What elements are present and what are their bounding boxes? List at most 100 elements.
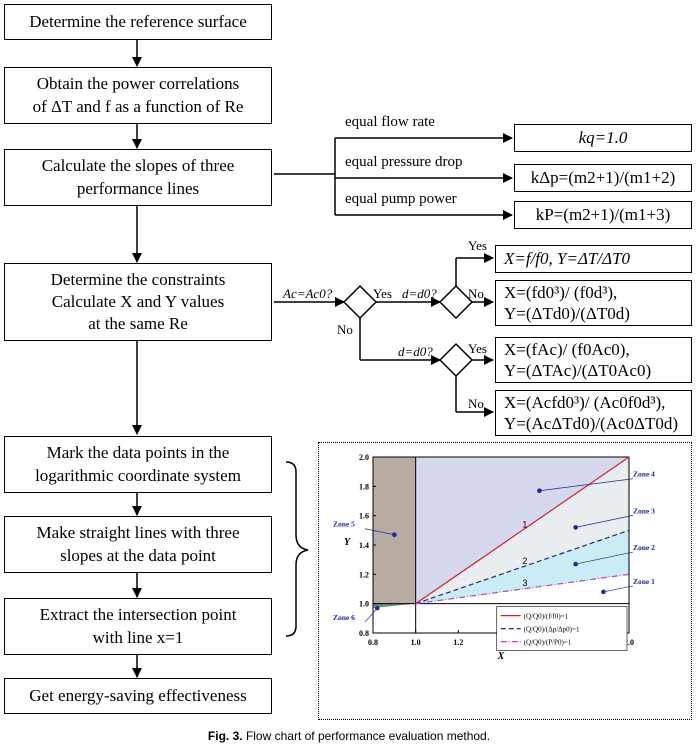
- series-line-1: [415, 456, 630, 605]
- y-tick-label: 1.8: [359, 482, 369, 491]
- label-equal-flow-rate: equal flow rate: [345, 114, 435, 130]
- result-x-y-2-line1: X=(fd0³)/ (f0d³),: [504, 282, 618, 302]
- y-tick-label: 1.4: [359, 541, 369, 550]
- result-x-y-4-line2: Y=(AcΔTd0)/(Ac0ΔT0d): [504, 414, 679, 433]
- result-x-y-2-line2: Y=(ΔTd0)/(ΔT0d): [504, 304, 630, 323]
- caption-label: Fig. 3.: [207, 729, 243, 743]
- cond-yes-2: Yes: [468, 238, 487, 253]
- zone-label: Zone 3: [633, 506, 655, 515]
- brace: [285, 461, 309, 637]
- step-power-correlations-line1: Obtain the power correlations: [36, 74, 240, 94]
- step-constraints-line3: at the same Re: [88, 314, 188, 334]
- x-axis-label: X: [497, 651, 505, 662]
- result-kq: kq=1.0: [514, 124, 692, 152]
- step-energy-saving-text: Get energy-saving effectiveness: [29, 685, 247, 705]
- step-reference-surface-text: Determine the reference surface: [29, 11, 247, 31]
- zone-6-base: [373, 603, 416, 633]
- result-x-y-3-line1: X=(fAc)/ (f0Ac0),: [504, 339, 630, 359]
- y-tick-label: 1.6: [359, 512, 369, 521]
- step-mark-data-points-line2: logarithmic coordinate system: [35, 465, 241, 485]
- series-number-2: 2: [522, 556, 527, 566]
- result-kdp: kΔp=(m2+1)/(m1+2): [514, 164, 692, 192]
- cond-yes-3: Yes: [468, 341, 487, 356]
- result-kp: kP=(m2+1)/(m1+3): [514, 201, 692, 229]
- decision-d2-diamond: [438, 342, 474, 378]
- step-constraints-line2: Calculate X and Y values: [51, 291, 225, 311]
- legend-label: (Q/Q0)/(P/P0)=1: [524, 639, 572, 647]
- result-x-y-1: X=f/f0, Y=ΔT/ΔT0: [495, 245, 692, 273]
- result-kq-text: kq=1.0: [578, 127, 628, 147]
- zone-leader-line: [364, 528, 395, 536]
- legend-label: (Q/Q0)/(f/f0)=1: [524, 613, 569, 621]
- y-tick-label: 1.0: [359, 600, 369, 609]
- step-intersection-line1: Extract the intersection point: [39, 605, 237, 625]
- zone-label: Zone 5: [333, 520, 355, 529]
- decision-d1-diamond: [438, 284, 474, 320]
- step-mark-data-points: Mark the data points in the logarithmic …: [4, 436, 272, 493]
- result-kdp-text: kΔp=(m2+1)/(m1+2): [530, 167, 676, 187]
- result-x-y-3: X=(fAc)/ (f0Ac0), Y=(ΔTAc)/(ΔT0Ac0): [495, 337, 692, 383]
- result-kp-text: kP=(m2+1)/(m1+3): [535, 204, 671, 224]
- cond-area-label: Ac=Ac0?: [283, 286, 333, 301]
- series-line-2: [415, 529, 630, 605]
- y-tick-label: 2.0: [359, 453, 369, 462]
- step-intersection: Extract the intersection point with line…: [4, 598, 272, 655]
- series-number-1: 1: [522, 519, 527, 529]
- x-tick-label: 1.0: [411, 638, 421, 647]
- step-straight-lines-line2: slopes at the data point: [60, 545, 216, 565]
- result-x-y-2: X=(fd0³)/ (f0d³), Y=(ΔTd0)/(ΔT0d): [495, 280, 692, 326]
- step-calculate-slopes-line2: performance lines: [76, 178, 200, 198]
- zone-chart-panel: 0.81.01.21.41.61.82.00.81.01.21.41.61.82…: [318, 442, 692, 720]
- step-power-correlations: Obtain the power correlations of ΔT and …: [4, 67, 272, 124]
- x-tick-label: 0.8: [368, 638, 378, 647]
- zone-5-area: [373, 457, 416, 604]
- zone-chart: 0.81.01.21.41.61.82.00.81.01.21.41.61.82…: [333, 453, 655, 662]
- y-axis-label: Y: [344, 537, 351, 548]
- result-x-y-1-text: X=f/f0, Y=ΔT/ΔT0: [504, 249, 631, 269]
- step-straight-lines: Make straight lines with three slopes at…: [4, 516, 272, 573]
- cond-no-1: No: [468, 286, 484, 301]
- step-calculate-slopes-line1: Calculate the slopes of three: [41, 156, 235, 176]
- step-reference-surface: Determine the reference surface: [4, 4, 272, 40]
- cond-no-area: No: [337, 322, 353, 337]
- y-tick-label: 1.2: [359, 570, 369, 579]
- cond-d1-label: d=d0?: [402, 286, 437, 301]
- zone-point: [537, 488, 542, 494]
- caption-text: Flow chart of performance evaluation met…: [245, 729, 491, 743]
- step-intersection-line2: with line x=1: [92, 627, 184, 647]
- result-x-y-3-line2: Y=(ΔTAc)/(ΔT0Ac0): [504, 361, 652, 380]
- decision-area-diamond: [342, 284, 378, 320]
- zone-label: Zone 4: [633, 470, 655, 479]
- y-tick-label: 0.8: [359, 629, 369, 638]
- zone-label: Zone 6: [333, 613, 355, 622]
- zone-leader-line: [575, 551, 634, 565]
- cond-yes-1: Yes: [373, 286, 392, 301]
- cond-d2-label: d=d0?: [398, 344, 433, 359]
- step-straight-lines-line1: Make straight lines with three: [36, 523, 240, 543]
- zone-point: [573, 561, 578, 567]
- step-power-correlations-line2: of ΔT and f as a function of Re: [32, 96, 244, 116]
- label-equal-pump-power: equal pump power: [345, 191, 457, 207]
- result-x-y-4-line1: X=(Acfd0³)/ (Ac0f0d³),: [504, 392, 666, 412]
- step-constraints-line1: Determine the constraints: [50, 269, 226, 289]
- x-tick-label: 2.0: [624, 638, 634, 647]
- result-x-y-4: X=(Acfd0³)/ (Ac0f0d³), Y=(AcΔTd0)/(Ac0ΔT…: [495, 390, 692, 436]
- zone-leader-line: [364, 607, 378, 623]
- series-line-3: [415, 573, 630, 605]
- label-equal-pressure-drop: equal pressure drop: [345, 154, 463, 170]
- zone-point: [573, 525, 578, 530]
- zone-leader-line: [603, 585, 634, 593]
- zone-leader-line: [539, 478, 634, 492]
- series-number-3: 3: [522, 578, 527, 588]
- zone-leader-line: [575, 515, 634, 528]
- step-calculate-slopes: Calculate the slopes of three performanc…: [4, 149, 272, 206]
- zone-label: Zone 1: [633, 577, 655, 586]
- step-constraints: Determine the constraints Calculate X an…: [4, 263, 272, 341]
- x-tick-label: 1.2: [453, 638, 463, 647]
- step-energy-saving: Get energy-saving effectiveness: [4, 678, 272, 714]
- figure-caption: Fig. 3. Flow chart of performance evalua…: [0, 729, 698, 743]
- legend-label: (Q/Q0)/(Δp/Δp0)=1: [524, 626, 580, 634]
- cond-no-3: No: [468, 396, 484, 411]
- zone-label: Zone 2: [633, 543, 655, 552]
